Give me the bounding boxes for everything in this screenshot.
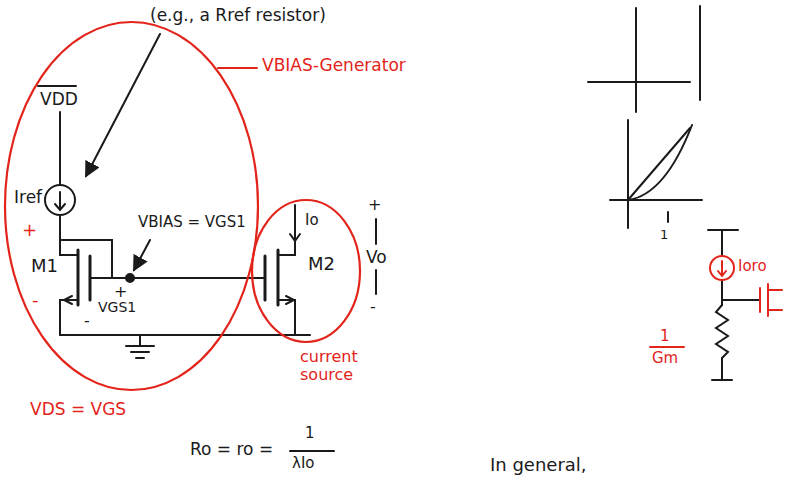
resistor-symbol [712,305,732,380]
region-name: current source [300,348,376,383]
wire [278,205,295,255]
graph-curve [628,125,692,200]
ellipse-outline [5,22,258,390]
mosfet-gate [264,256,267,300]
junction-dot [126,274,134,282]
mosfet-symbol [760,284,782,316]
polarity-sign: + [22,220,37,240]
current-source-symbol [45,185,75,215]
wire [278,300,295,335]
supply-bar [38,85,76,87]
wire [60,240,112,278]
tick [667,212,669,222]
denominator: λIo [292,455,314,472]
supply-name: VDD [40,90,78,109]
polarity-sign: - [370,298,376,316]
polarity-sign: + [368,196,381,214]
voltage-equation: VDS = VGS [30,400,126,419]
graph-line [628,128,690,200]
fraction-bar [650,346,684,348]
ellipse-outline [252,200,360,342]
note: In general, [490,455,587,475]
voltage-name: VGS1 [98,300,136,315]
source-value: Ioro [738,258,767,275]
voltage-equation: VBIAS = VGS1 [138,214,246,231]
fraction-bar [290,450,334,452]
voltage-name: Vo [366,248,387,267]
axis-mark: 1 [660,228,668,242]
current-name: Io [305,212,319,229]
wires [38,6,760,451]
graph-axes [610,120,702,228]
leader-line [218,67,257,69]
gate-wire [90,277,265,279]
mosfet-channel [277,250,280,305]
wire [59,112,61,185]
denominator: Gm [652,350,678,367]
polarity-sign: + [114,283,127,301]
current-source-symbol [710,256,734,280]
wire [722,280,760,305]
wire [708,230,738,256]
polarity-sign: - [84,312,90,330]
numerator: 1 [660,328,670,345]
region-name: VBIAS-Generator [262,56,406,75]
transistor-name: M2 [308,254,335,274]
source-arrow [286,296,294,304]
ground-symbol [126,335,154,358]
numerator: 1 [305,425,315,442]
graph-axes [588,6,700,112]
equation: Ro = ro = [190,440,273,459]
wire [60,215,78,255]
transistor-name: M1 [31,256,58,276]
ground-rail [60,334,310,336]
source-arrow [64,296,72,304]
current-arrow [290,212,300,241]
leader-arrow [86,34,160,176]
polarity-sign: - [32,290,39,310]
note: (e.g., a Rref resistor) [150,6,326,25]
mosfet-channel [77,250,80,305]
current-arrow [718,261,726,276]
red-annotations [218,68,782,347]
current-arrow [55,192,65,210]
wire [60,300,78,335]
leader-arrow [134,240,150,270]
current-name: Iref [14,188,42,207]
